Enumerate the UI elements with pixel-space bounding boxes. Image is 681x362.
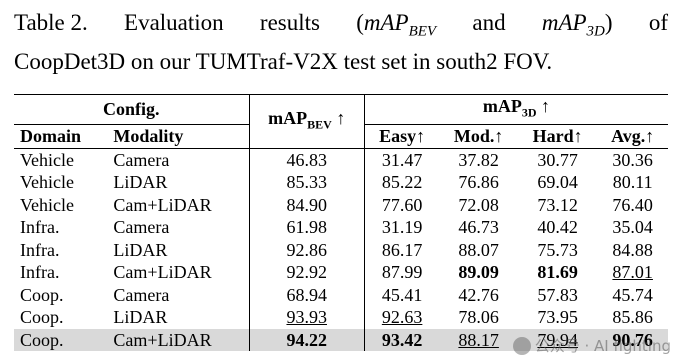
caption-metric-bev: (mAPBEV <box>356 10 437 40</box>
cell-bev: 92.86 <box>249 238 365 262</box>
cell-hard: 57.83 <box>537 284 578 305</box>
cell-bev: 84.90 <box>249 193 365 217</box>
table-row: Infra. LiDAR 92.86 86.17 88.07 75.73 84.… <box>14 238 668 262</box>
caption-line-1: Table 2. Evaluation results (mAPBEV and … <box>14 8 668 47</box>
table-row: Coop. LiDAR 93.93 92.63 78.06 73.95 85.8… <box>14 306 668 329</box>
table-row: Vehicle Cam+LiDAR 84.90 77.60 72.08 73.1… <box>14 193 668 217</box>
table-caption: Table 2. Evaluation results (mAPBEV and … <box>14 8 668 77</box>
cell-easy: 86.17 <box>381 239 423 260</box>
cell-domain: Vehicle <box>20 194 74 215</box>
cell-domain: Infra. <box>20 239 60 260</box>
cell-domain: Coop. <box>20 307 64 328</box>
cell-mod: 88.07 <box>458 239 499 260</box>
cell-mod: 46.73 <box>458 217 499 238</box>
caption-word-of: of <box>648 10 668 35</box>
cell-easy: 31.19 <box>381 217 423 238</box>
caption-line-2: CoopDet3D on our TUMTraf-V2X test set in… <box>14 48 553 74</box>
cell-easy: 87.99 <box>381 262 423 283</box>
header-hard: Hard↑ <box>532 126 583 147</box>
cell-modality: Cam+LiDAR <box>107 193 250 217</box>
cell-mod: 37.82 <box>458 149 499 170</box>
table-row: Vehicle Camera 46.83 31.47 37.82 30.77 3… <box>14 148 668 172</box>
cell-mod: 76.86 <box>458 172 499 193</box>
cell-avg: 85.86 <box>612 307 653 328</box>
results-table: Config. mAPBEV ↑ mAP3D ↑ Domain Modality… <box>14 94 668 352</box>
cell-modality: LiDAR <box>107 171 250 194</box>
header-config: Config. <box>14 94 250 126</box>
cell-hard-second: 79.94 <box>517 328 598 352</box>
cell-bev: 92.92 <box>249 261 365 284</box>
cell-easy-second: 92.63 <box>381 307 423 328</box>
caption-word-and: and <box>472 10 506 35</box>
cell-modality: Camera <box>107 283 250 307</box>
cell-mod-second: 88.17 <box>439 328 518 352</box>
cell-bev: 85.33 <box>249 171 365 194</box>
header-map-3d: mAP3D ↑ <box>364 94 668 126</box>
table-row: Coop. Camera 68.94 45.41 42.76 57.83 45.… <box>14 283 668 307</box>
table-row: Infra. Cam+LiDAR 92.92 87.99 89.09 81.69… <box>14 261 668 284</box>
caption-word-evaluation: Evaluation <box>124 10 224 35</box>
cell-domain: Infra. <box>20 217 60 238</box>
cell-mod: 72.08 <box>458 194 499 215</box>
wechat-icon <box>512 336 531 355</box>
watermark: 公众号 · AI fighting <box>512 335 671 356</box>
cell-bev-best: 94.22 <box>249 328 365 352</box>
cell-domain: Vehicle <box>20 172 74 193</box>
cell-domain: Vehicle <box>20 149 74 170</box>
cell-modality: Camera <box>107 216 250 239</box>
cell-avg: 84.88 <box>612 239 653 260</box>
cell-avg-second: 87.01 <box>612 262 653 283</box>
cell-easy-best: 93.42 <box>364 328 440 352</box>
table-row: Infra. Camera 61.98 31.19 46.73 40.42 35… <box>14 216 668 239</box>
cell-hard: 73.95 <box>537 307 578 328</box>
cell-modality: LiDAR <box>107 306 250 329</box>
cell-hard: 30.77 <box>537 149 578 170</box>
cell-easy: 45.41 <box>381 284 423 305</box>
cell-avg: 45.74 <box>612 284 653 305</box>
caption-word-results: results <box>259 10 320 35</box>
cell-modality: Camera <box>107 148 250 172</box>
cell-domain: Infra. <box>20 262 60 283</box>
header-domain: Domain <box>20 126 82 147</box>
cell-avg: 30.36 <box>612 149 653 170</box>
table-row-highlighted: Coop. Cam+LiDAR 94.22 93.42 88.17 79.94 … <box>14 328 668 352</box>
cell-avg: 35.04 <box>612 217 653 238</box>
table-row: Vehicle LiDAR 85.33 85.22 76.86 69.04 80… <box>14 171 668 194</box>
cell-hard: 73.12 <box>537 194 578 215</box>
cell-modality: Cam+LiDAR <box>107 261 250 284</box>
cell-hard-best: 81.69 <box>537 262 578 283</box>
results-table-container: Config. mAPBEV ↑ mAP3D ↑ Domain Modality… <box>14 94 668 352</box>
cell-bev: 61.98 <box>249 216 365 239</box>
cell-easy: 77.60 <box>381 194 423 215</box>
cell-hard: 75.73 <box>537 239 578 260</box>
cell-mod: 42.76 <box>458 284 499 305</box>
cell-hard: 40.42 <box>537 217 578 238</box>
cell-avg: 76.40 <box>612 194 653 215</box>
header-map-bev: mAPBEV ↑ <box>249 94 365 149</box>
cell-bev-second: 93.93 <box>249 306 365 329</box>
cell-domain: Coop. <box>20 284 64 305</box>
cell-avg: 80.11 <box>612 172 653 193</box>
watermark-text: 公众号 · AI fighting <box>534 337 671 355</box>
cell-bev: 68.94 <box>249 283 365 307</box>
cell-mod-best: 89.09 <box>458 262 499 283</box>
caption-label: Table 2. <box>14 10 88 35</box>
cell-easy: 85.22 <box>381 172 423 193</box>
cell-bev: 46.83 <box>249 148 365 172</box>
cell-modality: LiDAR <box>107 238 250 262</box>
cell-hard: 69.04 <box>537 172 578 193</box>
cell-mod: 78.06 <box>458 307 499 328</box>
caption-metric-3d: mAP3D) <box>541 10 613 40</box>
header-group-row: Config. mAPBEV ↑ mAP3D ↑ <box>14 94 668 149</box>
header-avg: Avg.↑ <box>611 126 655 147</box>
cell-modality: Cam+LiDAR <box>107 328 250 352</box>
cell-domain: Coop. <box>14 328 108 352</box>
cell-easy: 31.47 <box>381 149 423 170</box>
header-mod: Mod.↑ <box>453 126 504 147</box>
header-easy: Easy↑ <box>379 126 426 147</box>
header-modality: Modality <box>107 124 250 149</box>
cell-avg-best: 90.76 <box>597 328 668 352</box>
header-column-row: Domain Modality Easy↑ Mod.↑ Hard↑ Avg.↑ <box>14 124 668 149</box>
